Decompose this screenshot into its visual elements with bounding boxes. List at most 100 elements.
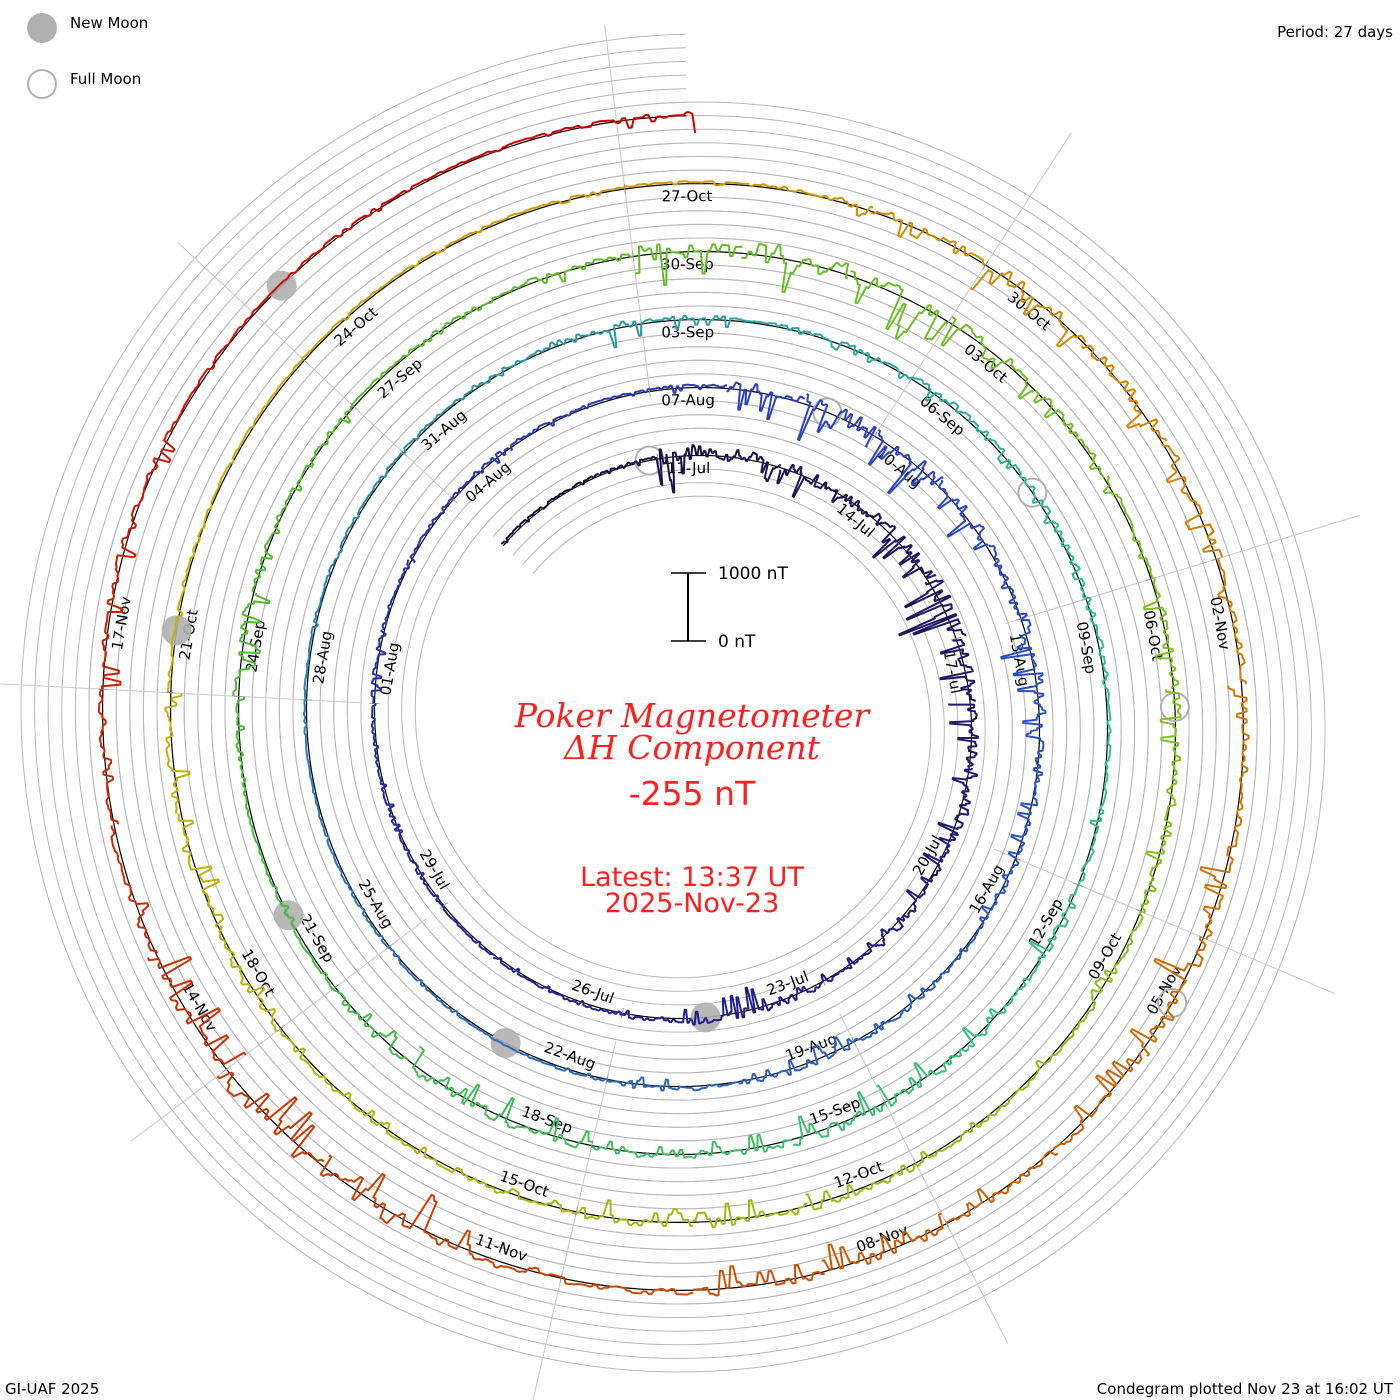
trace-segment [880, 889, 926, 947]
trace-segment [911, 376, 990, 440]
trace-segment [387, 946, 452, 1010]
date-label: 11-Jul [667, 459, 711, 477]
trace-segment [872, 525, 937, 580]
trace-segment [319, 1154, 438, 1240]
date-label: 25-Aug [354, 876, 397, 931]
trace-segment [734, 317, 827, 340]
trace-segment [185, 459, 235, 573]
trace-segment [451, 446, 510, 499]
date-label: 09-Oct [1084, 930, 1125, 983]
trace-segment [1000, 618, 1045, 699]
grid-line [47, 60, 1299, 1346]
date-tick [222, 1065, 231, 1073]
date-tick [851, 1037, 857, 1047]
trace-segment [549, 320, 643, 349]
date-tick [330, 983, 340, 991]
trace-segment [916, 1097, 1012, 1167]
trace-segment [775, 1036, 855, 1077]
trace-segment [1053, 1051, 1143, 1150]
trace-segment [492, 956, 556, 994]
scale-top-label: 1000 nT [718, 564, 788, 584]
trace-segment [1077, 790, 1108, 886]
date-tick [385, 943, 394, 950]
date-tick [97, 688, 108, 690]
trace-segment [1029, 884, 1080, 974]
trace-segment [1129, 936, 1207, 1057]
trace-segment [500, 504, 548, 545]
trace-segment [332, 988, 409, 1061]
legend: New Moon Full Moon [27, 13, 148, 99]
date-tick [165, 692, 176, 694]
trace-segment [793, 1091, 886, 1147]
trace-segment [480, 119, 618, 157]
footer-plot-time: Condegram plotted Nov 23 at 16:02 UT [1096, 1380, 1393, 1398]
trace-segment [649, 383, 728, 394]
new-moon-icon [27, 13, 57, 43]
date-label: 19-Aug [783, 1030, 839, 1065]
radial-spoke [1005, 514, 1360, 624]
grid-line [61, 74, 1285, 1332]
grid-spirals [20, 33, 1326, 1373]
trace-segment [1102, 475, 1154, 579]
trace-segment [1143, 577, 1180, 690]
trace-segment [1043, 509, 1091, 599]
date-label: 23-Jul [764, 967, 811, 999]
date-label: 29-Jul [416, 846, 453, 893]
trace-segment [1085, 597, 1110, 694]
trace-segment [690, 986, 761, 1026]
radial-spoke [993, 848, 1335, 994]
trace-segment [303, 610, 319, 700]
trace-segment [218, 925, 278, 1033]
trace-segment [948, 703, 979, 768]
trace-segment [635, 243, 743, 286]
trace-segment [820, 941, 882, 983]
trace-segment [1010, 1012, 1090, 1099]
date-label: 27-Oct [662, 187, 713, 205]
trace-segment [868, 429, 944, 495]
trace-segment [526, 253, 634, 285]
trace-segment [749, 183, 874, 217]
trace-segment [1227, 685, 1250, 814]
date-tick [871, 431, 878, 441]
legend-full-moon-label: Full Moon [70, 70, 141, 88]
trace-segment [937, 767, 978, 835]
trace-segment [403, 390, 472, 455]
trace-segment [402, 845, 444, 907]
legend-new-moon-label: New Moon [70, 14, 148, 32]
trace-segment [301, 276, 396, 360]
trace-segment [561, 1276, 694, 1296]
period-label: Period: 27 days [1277, 23, 1393, 41]
scale-bar: 1000 nT 0 nT [671, 564, 788, 652]
grid-line [20, 33, 1326, 1373]
trace-segment [977, 858, 1020, 932]
trace-segment [939, 638, 976, 702]
trace-segment [1161, 443, 1224, 558]
current-value: -255 nT [629, 774, 756, 813]
trace-segment [278, 899, 334, 990]
trace-segment [1080, 344, 1168, 442]
grid-line [74, 88, 1272, 1319]
date-tick [233, 695, 244, 698]
date-label: 03-Sep [661, 323, 714, 341]
date-tick [276, 1024, 286, 1032]
date-tick [648, 386, 651, 397]
trace-segment [356, 154, 482, 222]
trace-segment [658, 444, 720, 494]
trace-segment [574, 388, 650, 412]
trace-segment [988, 544, 1028, 620]
date-tick [301, 699, 312, 701]
radial-spoke [532, 1041, 617, 1400]
date-tick [449, 495, 458, 504]
trace-segment [983, 437, 1051, 511]
radial-spoke [604, 25, 651, 393]
trace-segment [100, 554, 135, 690]
trace-segment [362, 1109, 466, 1177]
trace-segment [449, 1008, 525, 1056]
trace-segment [693, 1263, 825, 1297]
date-tick [439, 902, 449, 909]
trace-segment [1159, 689, 1182, 803]
date-tick [656, 453, 660, 464]
trace-segment [718, 449, 782, 483]
component-label: ΔH Component [562, 728, 821, 767]
